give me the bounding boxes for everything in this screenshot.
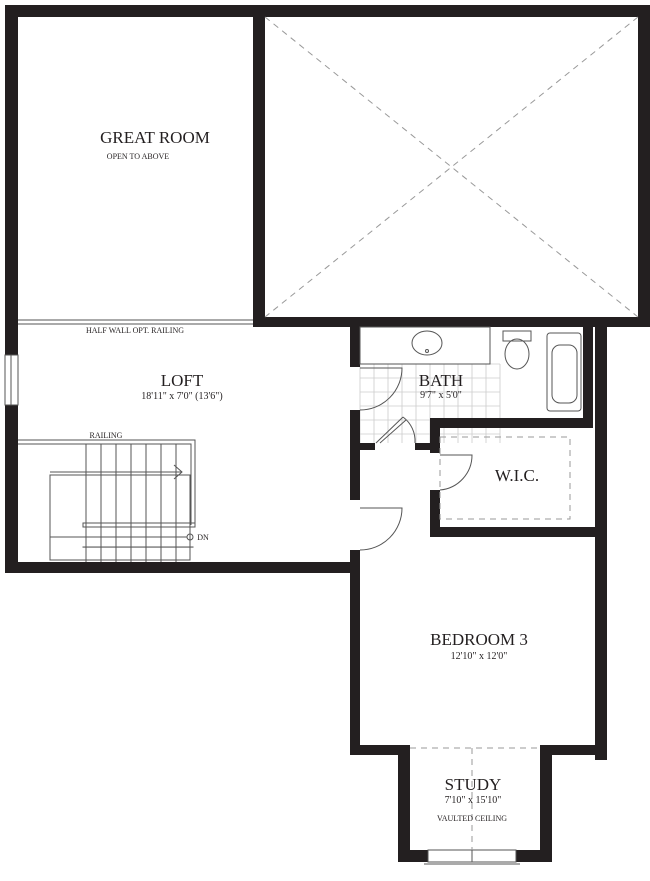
window-study	[424, 849, 520, 865]
loft-size: 18'11" x 7'0" (13'6")	[141, 391, 222, 402]
toilet-icon	[502, 330, 532, 342]
bedroom3-size: 12'10" x 12'0"	[451, 651, 508, 662]
study-note: VAULTED CEILING	[437, 814, 507, 823]
open-to-above-marker	[264, 16, 639, 318]
sink-icon	[411, 330, 443, 356]
staircase	[18, 439, 196, 562]
study-divider	[410, 747, 540, 850]
loft-label: LOFT	[161, 371, 204, 390]
half-wall-label: HALF WALL OPT. RAILING	[86, 326, 184, 335]
study-size: 7'10" x 15'10"	[445, 795, 502, 806]
half-wall-railing	[18, 319, 253, 325]
walls	[5, 5, 650, 862]
bath-label: BATH	[419, 371, 463, 390]
wic-label: W.I.C.	[495, 466, 539, 485]
stairs-down-label: DN	[197, 533, 209, 542]
bath-size: 9'7" x 5'0"	[420, 390, 462, 401]
railing-label: RAILING	[90, 431, 123, 440]
bedroom3-label: BEDROOM 3	[430, 630, 528, 649]
great-room-note: OPEN TO ABOVE	[107, 152, 169, 161]
window-loft	[4, 354, 19, 406]
wic-shelf	[439, 436, 571, 520]
bath-fixtures	[359, 326, 582, 412]
doors	[359, 367, 473, 551]
bathtub-icon	[546, 332, 582, 412]
great-room-label: GREAT ROOM	[100, 128, 210, 147]
study-label: STUDY	[445, 775, 502, 794]
